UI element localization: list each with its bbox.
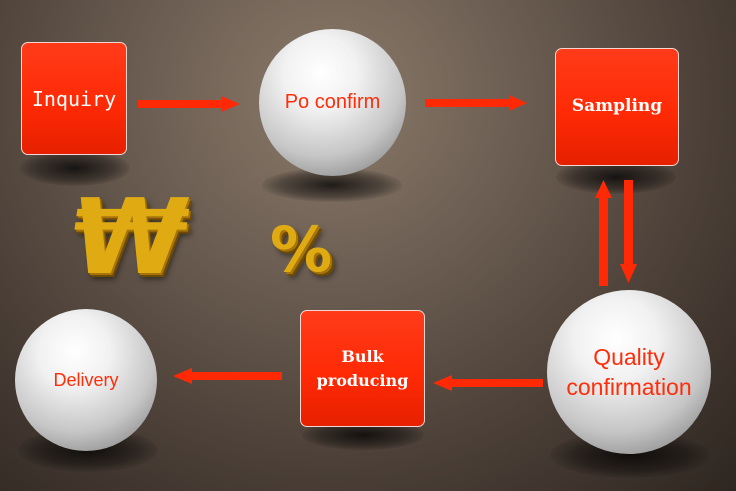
arrow-po-confirm-to-sampling [425,95,527,111]
delivery-label: Delivery [53,369,119,390]
sampling-label: Sampling [571,96,663,117]
bulk-label-line2: producing [316,370,409,390]
quality-label-line2: confirmation [566,374,692,400]
po-confirm-sphere: Po confirm [259,29,406,176]
percent-icon: % [270,213,333,286]
sampling-box: Sampling [555,48,679,166]
delivery-sphere: Delivery [15,309,157,451]
bulk-label-line1: Bulk [341,346,384,366]
inquiry-box: Inquiry [21,42,127,155]
po-confirm-label: Po confirm [284,91,381,113]
inquiry-shadow [20,150,130,186]
won-currency-icon: ₩ [63,176,196,298]
arrow-bulk-to-delivery [173,368,282,384]
bulk-producing-box: Bulk producing [300,310,425,427]
quality-label-line1: Quality [593,344,665,370]
arrow-sampling-to-quality [620,180,637,283]
arrow-quality-to-sampling [595,180,612,286]
inquiry-label: Inquiry [31,86,117,111]
arrow-quality-to-bulk [433,375,543,391]
arrow-inquiry-to-po-confirm [138,96,240,112]
quality-confirmation-sphere: Quality confirmation [547,290,711,454]
